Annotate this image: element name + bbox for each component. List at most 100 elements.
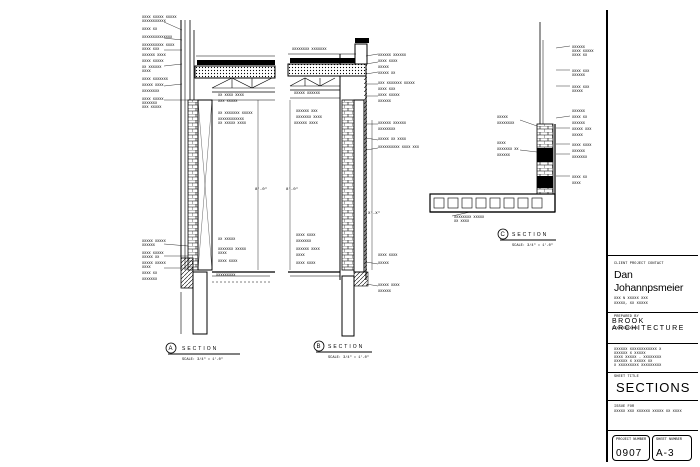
issue-label: ISSUE FOR — [614, 405, 635, 409]
svg-text:XXXX XX: XXXX XX — [142, 272, 158, 276]
svg-text:8'-0": 8'-0" — [286, 187, 298, 192]
svg-text:XXXXXXX: XXXXXXX — [142, 102, 158, 106]
svg-text:XXXXXX: XXXXXX — [378, 290, 392, 294]
client-last-name: Johannpsmeier — [614, 282, 684, 294]
section-b-scale: SCALE: 3/4" = 1'-0" — [328, 355, 369, 360]
project-number: 0907 — [616, 448, 643, 459]
section-a-drawing: 8'-0" XXXX XXXXX XXXXX XXXXXXXXXXX XXXX … — [142, 16, 276, 362]
svg-text:XXXXXXXX: XXXXXXXX — [142, 90, 160, 94]
svg-text:XXXX XX: XXXX XX — [572, 176, 588, 180]
svg-text:XXXXXXXXXXXXXX: XXXXXXXXXXXXXX — [142, 36, 173, 40]
svg-text:XXXXXX XXXX: XXXXXX XXXX — [296, 248, 321, 252]
svg-text:XXXXXX: XXXXXX — [378, 100, 392, 104]
svg-text:XX XXXXXX: XX XXXXXX — [142, 66, 162, 70]
svg-text:XXXXXXXXXX XXXX XXX: XXXXXXXXXX XXXX XXX — [378, 146, 420, 150]
svg-text:XX XXXX XXXX: XX XXXX XXXX — [218, 94, 245, 98]
svg-text:XXXX: XXXX — [296, 254, 305, 258]
svg-text:XXXX: XXXX — [572, 182, 581, 186]
svg-text:XXXX XXXXXXX: XXXX XXXXXXX — [142, 78, 169, 82]
svg-text:XXXXXXX: XXXXXXX — [142, 278, 158, 282]
svg-text:XXXXX: XXXXX — [378, 262, 390, 266]
firm-logo: BROOK ARCHITECTURE XXXXXXXXXXXX — [612, 318, 683, 336]
title-block: CLIENT PROJECT CONTACT Dan Johannpsmeier… — [606, 10, 698, 462]
issue-value: XXXXX XXX XXXXXX XXXXX XX XXXX — [614, 410, 682, 414]
prepared-by-label: PREPARED BY — [614, 315, 639, 319]
svg-text:XXXXXX XXXX: XXXXXX XXXX — [294, 122, 319, 126]
svg-text:XXXXX: XXXXX — [378, 66, 390, 70]
svg-text:XXXXXX: XXXXXX — [572, 74, 586, 78]
svg-text:XX XXXXXXX XXXXX: XX XXXXXXX XXXXX — [218, 112, 253, 116]
project-number-label: PROJECT NUMBER — [616, 438, 647, 442]
svg-text:XXXXXXXX: XXXXXXXX — [497, 122, 515, 126]
sheet-number-label: SHEET NUMBER — [656, 438, 682, 442]
svg-text:XXX XXXXX: XXX XXXXX — [142, 106, 162, 110]
svg-text:XXXXXXX XXXXX: XXXXXXX XXXXX — [218, 248, 247, 252]
svg-text:XXXXX XXXXX: XXXXX XXXXX — [142, 262, 167, 266]
sheet-title-label: SHEET TITLE — [614, 375, 639, 379]
svg-text:XXXXXX XXXXXX: XXXXXX XXXXXX — [378, 54, 407, 58]
sheet-number: A-3 — [656, 448, 675, 459]
svg-text:XXXX XX: XXXX XX — [142, 28, 158, 32]
svg-text:XXX XXXXXXX XXXXX: XXX XXXXXXX XXXXX — [378, 82, 416, 86]
svg-text:XXXXXXXX XXXXX: XXXXXXXX XXXXX — [454, 216, 485, 220]
svg-text:XX XXXXX: XX XXXXX — [218, 238, 236, 242]
svg-text:XXXX XXXX: XXXX XXXX — [296, 262, 316, 266]
svg-text:XXXX XX: XXXX XX — [572, 54, 588, 58]
section-b-tag: B — [317, 344, 321, 350]
svg-text:XXXXX XXXX: XXXXX XXXX — [142, 84, 164, 88]
svg-text:XXXX XXXX XXX: XXXX XXXX XXX — [292, 60, 321, 64]
title-block-divider — [608, 255, 698, 256]
section-c-drawing: XXXXXX XXXX XXXXX XXXX XX XXXX XXX XXXXX… — [429, 22, 594, 248]
svg-text:XXXX XXXXX: XXXX XXXXX — [572, 50, 594, 54]
client-first-name: Dan — [614, 269, 633, 281]
svg-text:XXXXX XXXX: XXXXX XXXX — [378, 284, 400, 288]
svg-text:XXXX: XXXX — [218, 252, 227, 256]
svg-text:XXXXXXXXXX XXXX: XXXXXXXXXX XXXX — [142, 44, 175, 48]
svg-text:XXXXXX XXXX: XXXXXX XXXX — [142, 54, 167, 58]
firm-address-2: XXXXXX X XXXXX — [614, 352, 646, 356]
svg-text:8'-0": 8'-0" — [255, 187, 267, 192]
svg-text:XXXXX: XXXXX — [497, 116, 509, 120]
firm-address-3: XXXX XXXXX - XXXXXXXX — [614, 356, 662, 360]
svg-text:XXXX: XXXX — [497, 142, 506, 146]
svg-text:XXXX XXXXX XXXXX: XXXX XXXXX XXXXX — [142, 16, 177, 20]
svg-text:XXXXX XX XXXX: XXXXX XX XXXX — [378, 138, 407, 142]
svg-text:XXXXX XXX: XXXXX XXX — [572, 128, 592, 132]
svg-text:XXXXXX: XXXXXX — [572, 122, 586, 126]
svg-text:X'-X": X'-X" — [368, 211, 380, 216]
svg-text:XXXXXXXX: XXXXXXXX — [378, 128, 396, 132]
svg-text:XXXXX XXXXX: XXXXX XXXXX — [142, 240, 167, 244]
svg-text:XXXXXXXX XXXXXXX: XXXXXXXX XXXXXXX — [292, 48, 327, 52]
svg-text:XXXXX XX: XXXXX XX — [378, 72, 396, 76]
sheet-number-box: SHEET NUMBER A-3 — [652, 435, 692, 461]
svg-text:XXXXX XX: XXXXX XX — [142, 256, 160, 260]
section-a-scale: SCALE: 3/4" = 1'-0" — [182, 357, 223, 362]
section-b-title: SECTION — [328, 344, 364, 350]
svg-text:XXXX: XXXX — [142, 70, 151, 74]
svg-text:XXXXXXXXX: XXXXXXXXX — [216, 274, 236, 278]
svg-text:XXXX XXX: XXXX XXX — [378, 88, 396, 92]
firm-address-1: XXXXXX XXXXXXXXXXXX X — [614, 348, 662, 352]
svg-text:XXXXXXX: XXXXXXX — [572, 156, 588, 160]
firm-name: BROOK ARCHITECTURE — [612, 318, 685, 332]
svg-text:XXXXXX XXXXXX: XXXXXX XXXXXX — [378, 122, 407, 126]
firm-address-5: X XXXXXXXXX XXXXXXXXX — [614, 364, 662, 368]
svg-text:XXXX XXXXX: XXXX XXXXX — [378, 94, 400, 98]
svg-text:XXXXX: XXXXX — [572, 90, 584, 94]
svg-text:XXXX XXX: XXXX XXX — [572, 70, 590, 74]
firm-tagline: XXXXXXXXXXXX — [612, 327, 638, 331]
svg-text:XXXXXX: XXXXXX — [497, 154, 511, 158]
svg-text:XXXX XXXXX: XXXX XXXXX — [142, 60, 164, 64]
svg-text:XXXX XXXXX: XXXX XXXXX — [142, 252, 164, 256]
svg-text:XXXXXX: XXXXXX — [572, 110, 586, 114]
section-a-tag: A — [169, 346, 173, 352]
svg-text:XXXXXXX: XXXXXXX — [296, 240, 312, 244]
svg-text:XXXXXX: XXXXXX — [572, 46, 586, 50]
client-address-2: XXXXX, XX XXXXX — [614, 302, 648, 306]
svg-text:XXXX XXXX: XXXX XXXX — [378, 60, 398, 64]
client-address-1: XXX N XXXXX XXX — [614, 297, 648, 301]
svg-text:XXXXXX: XXXXXX — [142, 244, 156, 248]
svg-text:XXXX XXX: XXXX XXX — [572, 86, 590, 90]
svg-text:XXXX XXXX: XXXX XXXX — [378, 254, 398, 258]
